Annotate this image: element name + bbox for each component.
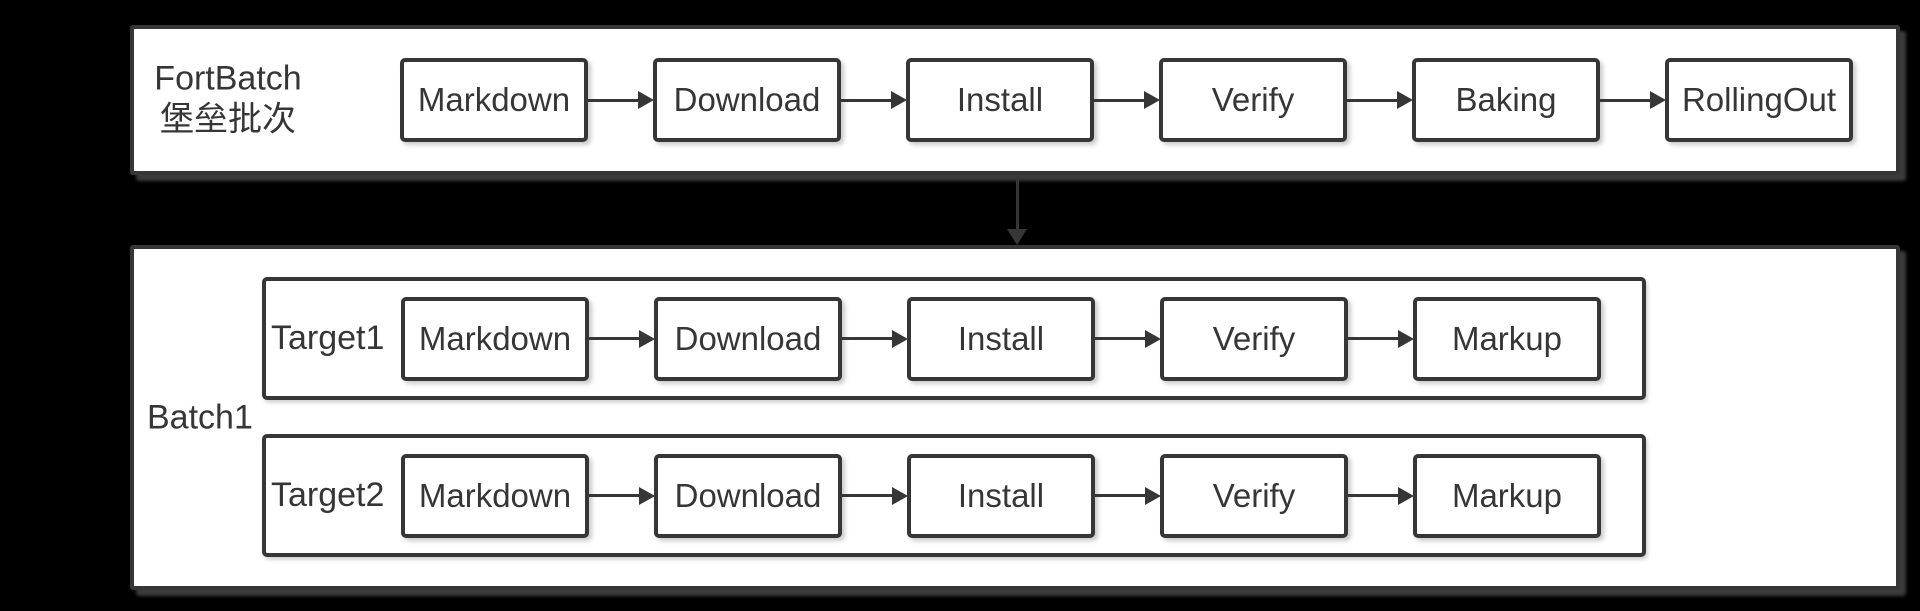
arrow-right-icon bbox=[589, 329, 655, 348]
step-markdown: Markdown bbox=[401, 453, 589, 538]
arrow-right-icon bbox=[1600, 91, 1666, 109]
step-download: Download bbox=[654, 453, 842, 538]
arrow-right-icon bbox=[1094, 91, 1160, 109]
fortbatch-label-zh: 堡垒批次 bbox=[160, 101, 296, 139]
fortbatch-flow: Markdown Download Install Verify Baking … bbox=[400, 58, 1853, 142]
step-download: Download bbox=[653, 58, 841, 142]
batch1-container: Batch1 Target1 Markdown Download Install… bbox=[130, 245, 1900, 590]
arrow-right-icon bbox=[841, 91, 907, 109]
batch1-label: Batch1 bbox=[147, 398, 253, 436]
step-rollingout: RollingOut bbox=[1665, 58, 1853, 142]
arrow-right-icon bbox=[1095, 329, 1161, 348]
arrow-right-icon bbox=[842, 486, 908, 505]
step-verify: Verify bbox=[1160, 453, 1348, 538]
step-install: Install bbox=[906, 58, 1094, 142]
step-markdown: Markdown bbox=[400, 58, 588, 142]
target1-flow: Target1 Markdown Download Install Verify… bbox=[266, 281, 1642, 396]
step-download: Download bbox=[654, 296, 842, 381]
fortbatch-label-en: FortBatch bbox=[154, 59, 302, 98]
step-verify: Verify bbox=[1160, 296, 1348, 381]
arrow-right-icon bbox=[1095, 486, 1161, 505]
target-row-2: Target2 Markdown Download Install Verify… bbox=[262, 434, 1646, 557]
arrow-right-icon bbox=[1347, 91, 1413, 109]
step-markup: Markup bbox=[1413, 296, 1601, 381]
arrow-right-icon bbox=[1348, 329, 1414, 348]
step-markdown: Markdown bbox=[401, 296, 589, 381]
step-install: Install bbox=[907, 453, 1095, 538]
step-verify: Verify bbox=[1159, 58, 1347, 142]
arrow-right-icon bbox=[1348, 486, 1414, 505]
target-row-1: Target1 Markdown Download Install Verify… bbox=[262, 277, 1646, 400]
arrow-right-icon bbox=[588, 91, 654, 109]
target1-label: Target1 bbox=[271, 319, 385, 357]
step-markup: Markup bbox=[1413, 453, 1601, 538]
target2-label: Target2 bbox=[271, 476, 385, 514]
arrow-right-icon bbox=[589, 486, 655, 505]
arrow-down-icon bbox=[1007, 176, 1027, 245]
step-baking: Baking bbox=[1412, 58, 1600, 142]
step-install: Install bbox=[907, 296, 1095, 381]
fortbatch-container: FortBatch 堡垒批次 Markdown Download Install… bbox=[130, 25, 1900, 175]
fortbatch-label: FortBatch 堡垒批次 bbox=[134, 59, 322, 142]
arrow-right-icon bbox=[842, 329, 908, 348]
target2-flow: Target2 Markdown Download Install Verify… bbox=[266, 438, 1642, 553]
